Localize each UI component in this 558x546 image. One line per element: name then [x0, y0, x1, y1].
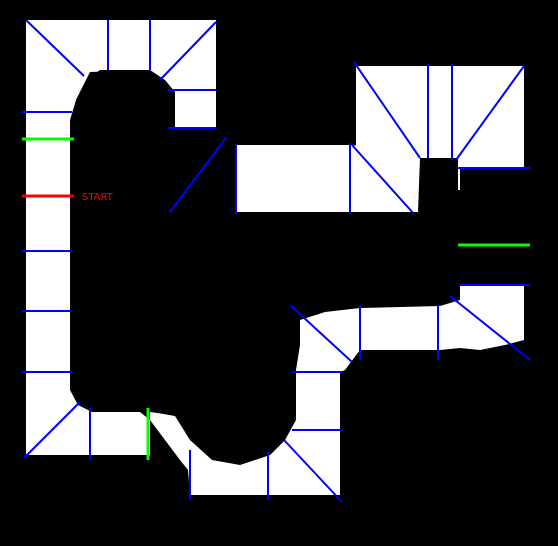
gate-line — [283, 439, 343, 503]
gate-line — [351, 144, 415, 215]
gate-line — [455, 65, 525, 161]
obstacle-notch — [360, 158, 460, 308]
gate-line — [159, 21, 217, 81]
gate-line — [169, 137, 227, 213]
obstacle-center — [72, 70, 360, 465]
gate-line — [289, 304, 353, 363]
gate-line — [449, 295, 531, 361]
track-lower-connector — [150, 308, 360, 495]
gate-line — [25, 19, 85, 77]
obstacles — [72, 70, 460, 465]
track-left-corridor — [26, 20, 216, 455]
gate-line — [23, 401, 81, 459]
gate-line — [353, 61, 421, 159]
start-label: START — [82, 192, 114, 203]
checkpoint-lines — [22, 137, 530, 460]
gate-lines — [22, 19, 531, 503]
